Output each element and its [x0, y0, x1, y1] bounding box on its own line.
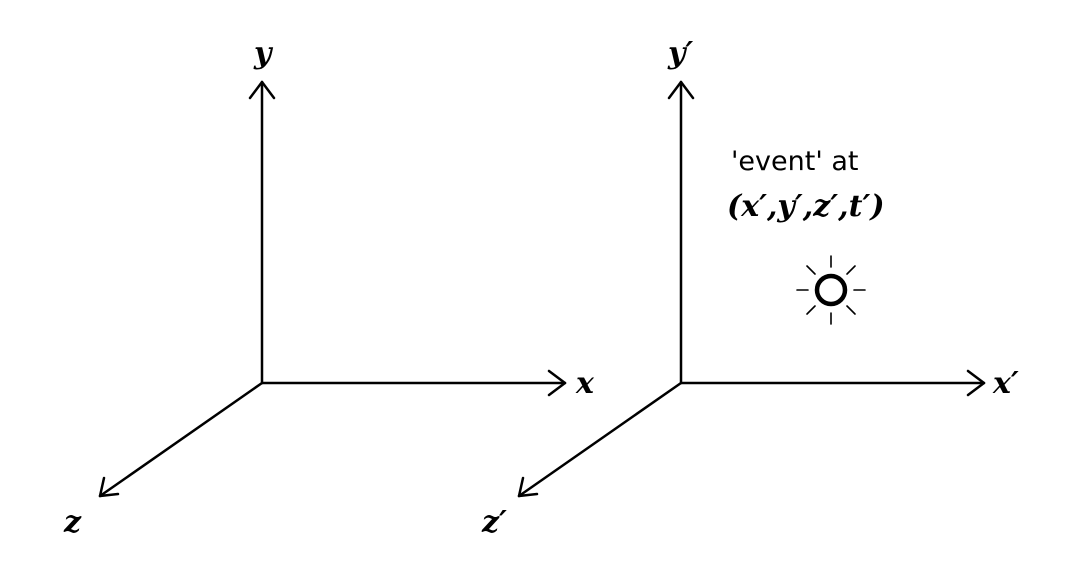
- x-prime-axis-label: x′: [992, 366, 1019, 401]
- z-prime-axis-arrowhead: [517, 476, 539, 498]
- event-label: 'event' at: [731, 146, 858, 177]
- y-axis-label: y: [253, 36, 274, 71]
- flash-ray: [846, 265, 856, 275]
- event-flash-icon: [796, 255, 866, 325]
- flash-ray: [806, 305, 816, 315]
- z-axis-arrowhead: [98, 476, 120, 498]
- x-prime-axis-arrowhead: [966, 369, 986, 397]
- z-prime-axis-label: z′: [481, 505, 507, 540]
- z-axis-label: z: [63, 505, 82, 540]
- flash-ray: [806, 265, 816, 275]
- z-prime-axis: [517, 381, 683, 498]
- z-axis: [98, 381, 264, 498]
- x-axis-arrowhead: [547, 369, 567, 397]
- event-coordinates: (x′,y′,z′,t′): [727, 189, 885, 224]
- frame-primed: [517, 80, 986, 498]
- event-circle: [814, 273, 848, 307]
- y-axis-arrowhead: [248, 80, 276, 100]
- x-axis-label: x: [575, 366, 595, 401]
- frame-unprimed: [98, 80, 567, 498]
- y-prime-axis-arrowhead: [667, 80, 695, 100]
- flash-ray: [846, 305, 856, 315]
- y-prime-axis-label: y′: [667, 36, 693, 71]
